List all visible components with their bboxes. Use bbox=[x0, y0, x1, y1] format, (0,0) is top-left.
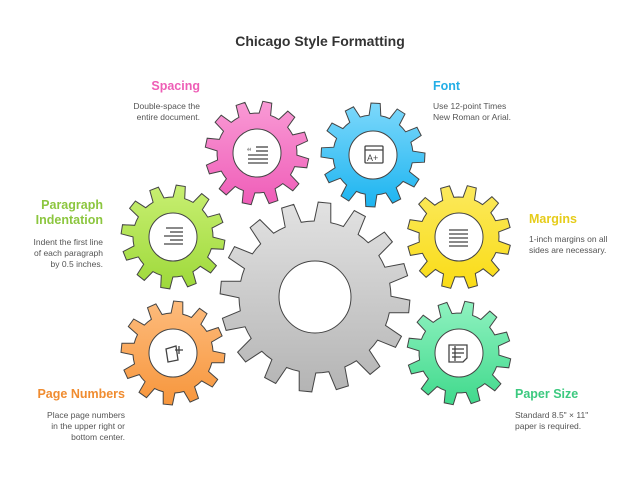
svg-text:A+: A+ bbox=[367, 153, 378, 163]
desc-line: 1-inch margins on all bbox=[529, 234, 608, 244]
paper-size-title: Paper Size bbox=[515, 387, 579, 401]
desc-line: of each paragraph bbox=[34, 248, 103, 258]
indent-icon bbox=[164, 227, 183, 245]
desc-line: by 0.5 inches. bbox=[50, 259, 103, 269]
paper-size-desc: Standard 8.5" × 11"paper is required. bbox=[515, 410, 588, 432]
desc-line: Use 12-point Times bbox=[433, 101, 507, 111]
desc-line: Standard 8.5" × 11" bbox=[515, 410, 589, 420]
desc-line: in the upper right or bbox=[51, 421, 125, 431]
font-size-icon: A+ bbox=[364, 145, 384, 164]
desc-line: paper is required. bbox=[515, 421, 582, 431]
svg-text:“: “ bbox=[247, 147, 252, 158]
spacing-title: Spacing bbox=[151, 79, 200, 93]
desc-line: Indent the first line bbox=[33, 237, 103, 247]
document-icon bbox=[448, 344, 468, 363]
spacing-gear-hub bbox=[232, 128, 282, 178]
page-numbers-gear-hub bbox=[148, 328, 198, 378]
page-add-icon bbox=[165, 345, 183, 363]
font-gear-hub bbox=[348, 130, 398, 180]
desc-line: entire document. bbox=[136, 112, 200, 122]
page-title: Chicago Style Formatting bbox=[235, 33, 405, 49]
desc-line: sides are necessary. bbox=[529, 245, 607, 255]
center-gear-hub bbox=[278, 260, 352, 334]
quote-lines-icon: “ bbox=[247, 146, 268, 164]
paragraph-gear-hub bbox=[148, 212, 198, 262]
font-title: Font bbox=[433, 79, 461, 93]
desc-line: Place page numbers bbox=[47, 410, 125, 420]
desc-line: New Roman or Arial. bbox=[433, 112, 511, 122]
desc-line: bottom center. bbox=[71, 432, 125, 442]
desc-line: Double-space the bbox=[133, 101, 200, 111]
margins-gear-hub bbox=[434, 212, 484, 262]
title-line: Paragraph bbox=[41, 198, 103, 212]
margins-title: Margins bbox=[529, 212, 577, 226]
page-numbers-title: Page Numbers bbox=[37, 387, 125, 401]
title-line: Indentation bbox=[35, 213, 103, 227]
align-lines-icon bbox=[449, 229, 468, 247]
